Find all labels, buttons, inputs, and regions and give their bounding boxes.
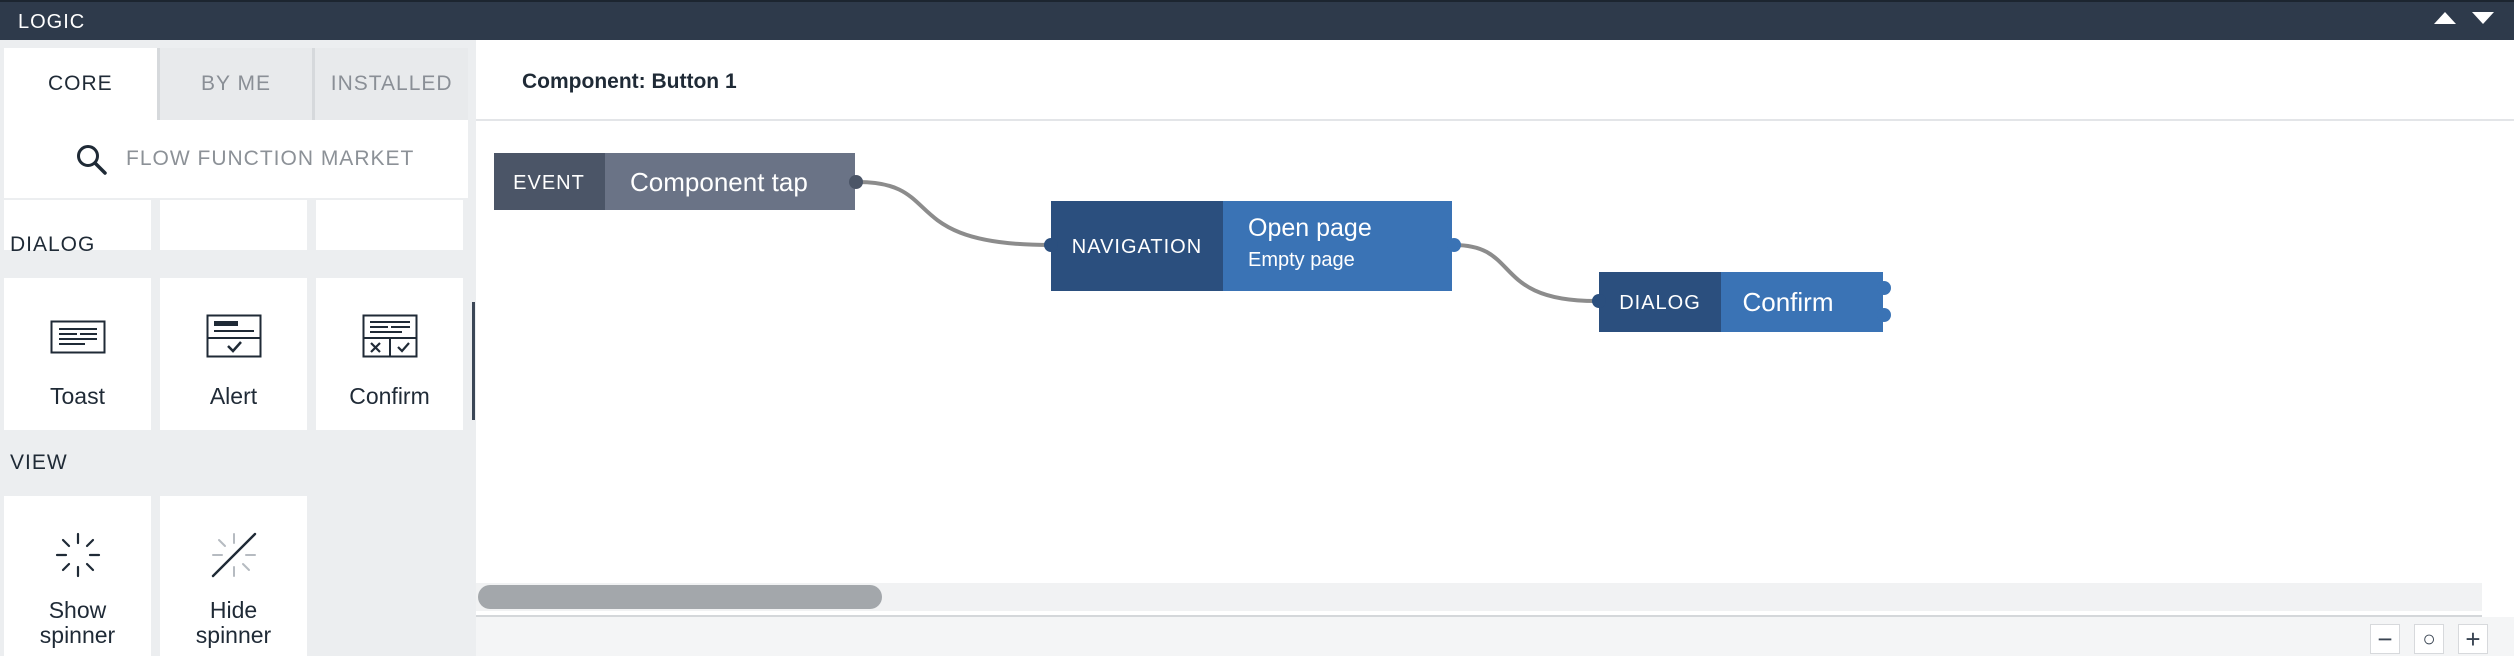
node-dialog-out-port-1[interactable] bbox=[1877, 281, 1891, 295]
node-navigation-sublabel: Empty page bbox=[1248, 249, 1355, 271]
tab-core[interactable]: CORE bbox=[4, 48, 157, 120]
tile-alert[interactable]: Alert bbox=[160, 278, 307, 430]
tile-label: Hide spinner bbox=[195, 597, 272, 648]
connector-navigation-dialog bbox=[1453, 243, 1597, 303]
tile-label: Confirm bbox=[349, 383, 430, 409]
toast-icon bbox=[50, 320, 105, 354]
tile-cut-1[interactable] bbox=[4, 200, 151, 250]
node-event[interactable]: EVENT Component tap bbox=[494, 153, 863, 210]
tile-toast[interactable]: Toast bbox=[4, 278, 151, 430]
tab-installed[interactable]: INSTALLED bbox=[312, 48, 469, 120]
scroll-divider bbox=[476, 615, 2482, 617]
search-icon bbox=[77, 145, 107, 175]
tile-show-spinner[interactable]: Show spinner bbox=[4, 496, 151, 656]
sidebar-divider bbox=[472, 302, 475, 420]
tile-hide-spinner[interactable]: Hide spinner bbox=[160, 496, 307, 656]
search-placeholder: FLOW FUNCTION MARKET bbox=[126, 147, 415, 170]
flow-canvas[interactable]: EVENT Component tap NAVIGATION Open page… bbox=[476, 121, 2514, 541]
zoom-reset-button[interactable]: ○ bbox=[2414, 624, 2444, 654]
tile-label: Toast bbox=[50, 383, 105, 409]
sidebar-tabs: CORE BY ME INSTALLED bbox=[4, 48, 469, 120]
logic-sidebar: CORE BY ME INSTALLED FLOW FUNCTION MARKE… bbox=[0, 40, 476, 656]
tile-label: Alert bbox=[209, 383, 258, 409]
market-search[interactable]: FLOW FUNCTION MARKET bbox=[4, 120, 468, 198]
logic-header: LOGIC bbox=[0, 0, 2514, 40]
zoom-out-button[interactable]: − bbox=[2370, 624, 2400, 654]
hide-spinner-icon bbox=[211, 532, 256, 578]
horizontal-scrollbar-thumb[interactable] bbox=[478, 585, 882, 609]
node-event-type: EVENT bbox=[513, 172, 585, 194]
tile-label: Show spinner bbox=[39, 597, 116, 648]
panel-title: LOGIC bbox=[18, 11, 86, 33]
node-navigation-in-port[interactable] bbox=[1044, 238, 1058, 252]
component-title: Component: Button 1 bbox=[522, 70, 737, 93]
tile-cut-3[interactable] bbox=[316, 200, 463, 250]
node-event-label: Component tap bbox=[630, 167, 808, 197]
node-dialog[interactable]: DIALOG Confirm bbox=[1592, 272, 1891, 332]
section-view-title: VIEW bbox=[10, 451, 68, 474]
node-event-out-port[interactable] bbox=[849, 175, 863, 189]
collapse-down-icon[interactable] bbox=[2472, 12, 2494, 24]
expand-up-icon[interactable] bbox=[2434, 12, 2456, 24]
zoom-bar bbox=[476, 617, 2514, 656]
node-navigation-label: Open page bbox=[1248, 214, 1372, 242]
node-navigation-out-port[interactable] bbox=[1447, 238, 1461, 252]
tile-confirm[interactable]: Confirm bbox=[316, 278, 463, 430]
logic-editor: Component: Button 1 EVENT Component tap … bbox=[476, 40, 2514, 656]
node-dialog-label: Confirm bbox=[1742, 287, 1833, 317]
node-navigation-type: NAVIGATION bbox=[1072, 236, 1202, 258]
tab-by-me[interactable]: BY ME bbox=[156, 48, 313, 120]
node-dialog-out-port-2[interactable] bbox=[1877, 308, 1891, 322]
node-dialog-in-port[interactable] bbox=[1592, 294, 1606, 308]
connector-event-navigation bbox=[857, 180, 1051, 247]
zoom-in-button[interactable]: + bbox=[2458, 624, 2488, 654]
tile-cut-2[interactable] bbox=[160, 200, 307, 250]
confirm-icon bbox=[362, 314, 417, 358]
alert-icon bbox=[206, 314, 261, 358]
spinner-icon bbox=[55, 532, 100, 578]
section-dialog-title: DIALOG bbox=[10, 233, 96, 256]
header-divider bbox=[476, 119, 2514, 121]
node-dialog-type: DIALOG bbox=[1619, 292, 1701, 314]
node-navigation[interactable]: NAVIGATION Open page Empty page bbox=[1044, 201, 1461, 291]
